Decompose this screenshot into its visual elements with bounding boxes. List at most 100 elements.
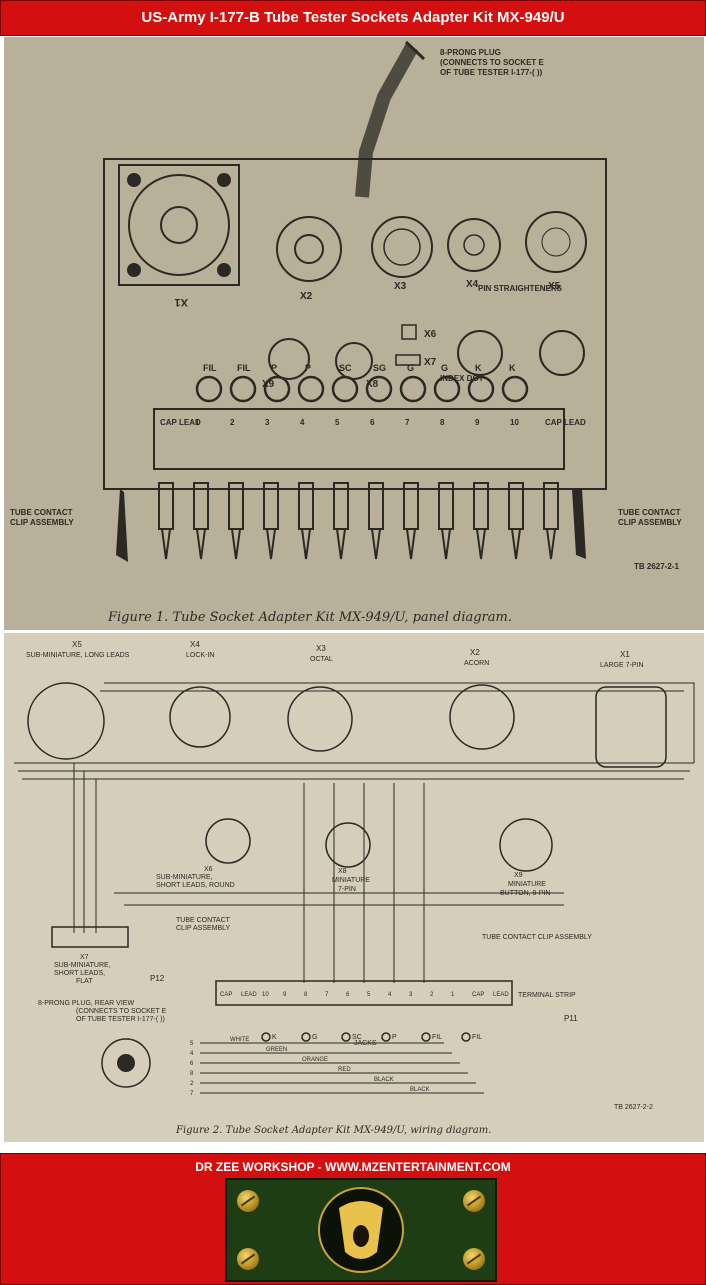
lead-label: 5 <box>335 418 340 427</box>
lead-connector[interactable] <box>403 482 419 530</box>
lead-tip <box>511 528 521 560</box>
lead-label: CAP LEAD <box>160 418 201 427</box>
clip-right-assembly <box>572 489 586 559</box>
jack-label: FIL <box>237 363 251 373</box>
socket-x6-label: X6 <box>424 329 437 340</box>
socket-x9-label: X9 <box>262 379 275 390</box>
lead-tip <box>441 528 451 560</box>
lead-label: 1 <box>195 418 200 427</box>
jack-terminal[interactable] <box>381 1032 391 1042</box>
socket-x8 <box>335 342 373 380</box>
jack-terminal[interactable] <box>421 1032 431 1042</box>
x7-label: X7 <box>80 954 89 961</box>
wiring-bundle <box>14 682 695 983</box>
jack-socket[interactable] <box>229 375 257 403</box>
wire-color-label: ORANGE <box>302 1057 328 1063</box>
clip-left-label-2: CLIP ASSEMBLY <box>176 925 231 932</box>
jack-terminal[interactable] <box>461 1032 471 1042</box>
plug-label-2: (CONNECTS TO SOCKET E <box>440 58 545 67</box>
jack-socket[interactable] <box>263 375 291 403</box>
x8-label: X8 <box>338 868 347 875</box>
jack-socket[interactable] <box>433 375 461 403</box>
x5-desc: SUB-MINIATURE, LONG LEADS <box>26 652 130 659</box>
jack-socket[interactable] <box>195 375 223 403</box>
strip-terminal-label: 10 <box>262 992 269 998</box>
x7-socket <box>51 926 129 948</box>
x3-socket <box>287 686 353 752</box>
jack-terminal[interactable] <box>341 1032 351 1042</box>
lead-tip <box>231 528 241 560</box>
strip-terminal-label: 5 <box>367 992 371 998</box>
jack-socket[interactable] <box>365 375 393 403</box>
lead-label: 6 <box>370 418 375 427</box>
socket-x5 <box>525 211 587 273</box>
strip-terminal-label: 6 <box>346 992 350 998</box>
wire-pin-label: 4 <box>190 1051 194 1057</box>
pin-straightener-right <box>539 330 585 376</box>
jack-label: K <box>509 363 516 373</box>
lead-connector[interactable] <box>368 482 384 530</box>
socket-x6 <box>401 324 417 340</box>
terminal-strip <box>215 980 513 1006</box>
plug-key <box>117 1054 135 1072</box>
screw-icon <box>237 1248 259 1270</box>
footer-text: DR ZEE WORKSHOP - WWW.MZENTERTAINMENT.CO… <box>195 1160 511 1174</box>
figure-1-panel-diagram: 8-PRONG PLUG (CONNECTS TO SOCKET E OF TU… <box>4 37 704 630</box>
lead-connector[interactable] <box>438 482 454 530</box>
lead-strip <box>153 408 565 470</box>
page-title: US-Army I-177-B Tube Tester Sockets Adap… <box>141 9 565 26</box>
clip-left-label-1: TUBE CONTACT <box>10 508 73 517</box>
socket-x4-label: X4 <box>466 279 479 290</box>
jack-socket[interactable] <box>501 375 529 403</box>
jack-terminal[interactable] <box>261 1032 271 1042</box>
lead-connector[interactable] <box>158 482 174 530</box>
lead-connector[interactable] <box>333 482 349 530</box>
strip-terminal-label: 2 <box>430 992 434 998</box>
figure1-code: TB 2627-2-1 <box>634 562 679 571</box>
lead-connector[interactable] <box>298 482 314 530</box>
socket-x3 <box>371 216 433 278</box>
jack-label: FIL <box>472 1034 482 1041</box>
socket-x7 <box>395 354 421 366</box>
lead-connector[interactable] <box>473 482 489 530</box>
clip-left-assembly <box>116 489 128 562</box>
screw-icon <box>237 1190 259 1212</box>
strip-terminal-label: LEAD <box>241 992 257 998</box>
jack-label: P <box>392 1034 397 1041</box>
lead-connector[interactable] <box>193 482 209 530</box>
p11-label: P11 <box>564 1014 578 1023</box>
jack-socket[interactable] <box>331 375 359 403</box>
lead-label: 3 <box>265 418 270 427</box>
lead-connector[interactable] <box>543 482 559 530</box>
strip-terminal-label: 3 <box>409 992 413 998</box>
pin-straighteners-label: PIN STRAIGHTENERS <box>478 284 563 293</box>
lead-connector[interactable] <box>508 482 524 530</box>
jack-label: SC <box>352 1034 362 1041</box>
x8-desc-1: MINIATURE <box>332 877 370 884</box>
x5-socket <box>27 682 105 760</box>
lead-label: 9 <box>475 418 480 427</box>
socket-x3-label: X3 <box>394 281 407 292</box>
jack-terminal[interactable] <box>301 1032 311 1042</box>
jack-socket[interactable] <box>399 375 427 403</box>
workshop-logo-plate <box>225 1178 497 1282</box>
x3-desc: OCTAL <box>310 656 333 663</box>
lead-tip <box>546 528 556 560</box>
clip-left-label-2: CLIP ASSEMBLY <box>10 518 74 527</box>
jack-socket[interactable] <box>467 375 495 403</box>
lead-connector[interactable] <box>228 482 244 530</box>
plug-label-1: 8-PRONG PLUG, REAR VIEW <box>38 1000 134 1007</box>
jack-label: FIL <box>432 1034 442 1041</box>
clip-right-label-2: CLIP ASSEMBLY <box>618 518 682 527</box>
x1-socket <box>595 686 667 768</box>
x5-label: X5 <box>72 640 82 649</box>
jack-socket[interactable] <box>297 375 325 403</box>
lead-connector[interactable] <box>263 482 279 530</box>
x2-desc: ACORN <box>464 660 489 667</box>
x1-label: X1 <box>620 650 630 659</box>
wire-pin-label: 7 <box>190 1091 194 1097</box>
